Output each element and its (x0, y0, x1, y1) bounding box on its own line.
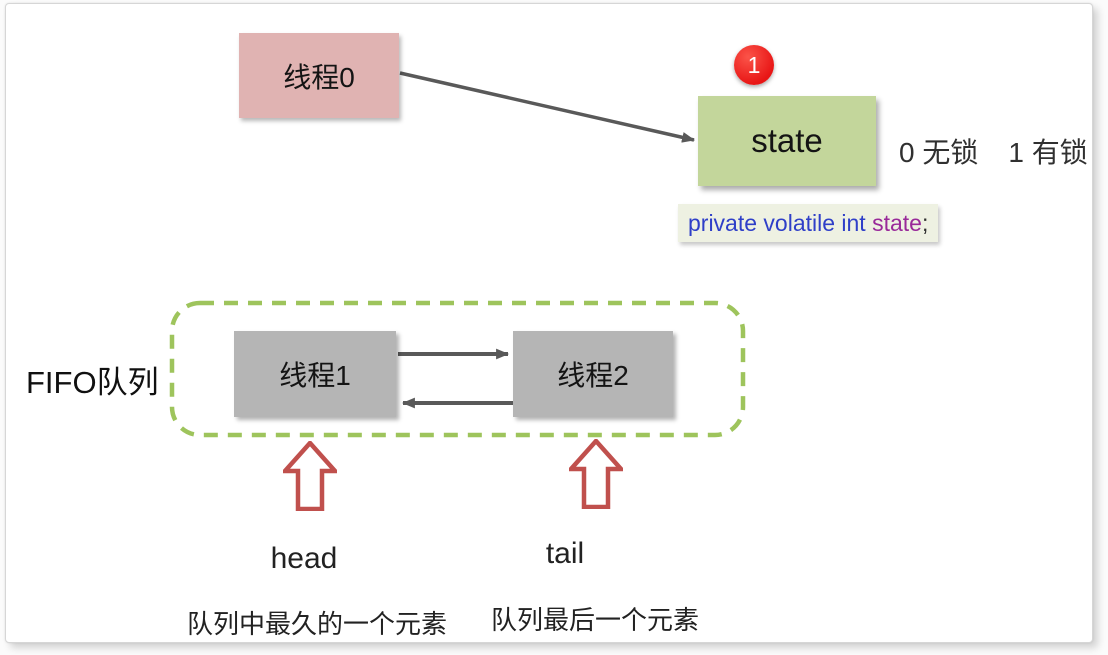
code-keywords: private volatile int (688, 209, 873, 236)
tail-pointer-caption: 队列最后一个元素 (490, 605, 700, 635)
fifo-queue-label: FIFO队列 (26, 365, 159, 400)
head-up-arrow-icon (283, 441, 337, 511)
step-badge: 1 (734, 45, 774, 85)
thread0-label: 线程0 (283, 61, 355, 93)
tail-up-arrow-icon (569, 439, 623, 509)
code-snippet: private volatile int state; (678, 204, 939, 242)
thread0-node: 线程0 (239, 33, 399, 118)
step-badge-number: 1 (747, 51, 761, 78)
state-node: state (698, 96, 876, 186)
thread2-label: 线程2 (557, 360, 629, 391)
state-label: state (751, 122, 823, 159)
slide-canvas: 线程0 1 state 0 无锁 1 有锁 private volatile i… (5, 3, 1093, 643)
legend-lock: 1 有锁 (1008, 137, 1088, 168)
state-legend: 0 无锁 1 有锁 (899, 131, 1088, 171)
thread1-node: 线程1 (234, 331, 396, 417)
thread2-node: 线程2 (513, 331, 673, 417)
code-variable: state (872, 209, 922, 236)
head-pointer-caption: 队列中最久的一个元素 (186, 609, 448, 639)
arrow-thread0-to-state (399, 71, 696, 143)
tail-pointer-label: tail (545, 537, 585, 570)
head-pointer-label: head (270, 542, 338, 575)
legend-no-lock: 0 无锁 (899, 137, 979, 168)
code-semicolon: ; (921, 209, 929, 236)
thread1-label: 线程1 (279, 360, 351, 391)
